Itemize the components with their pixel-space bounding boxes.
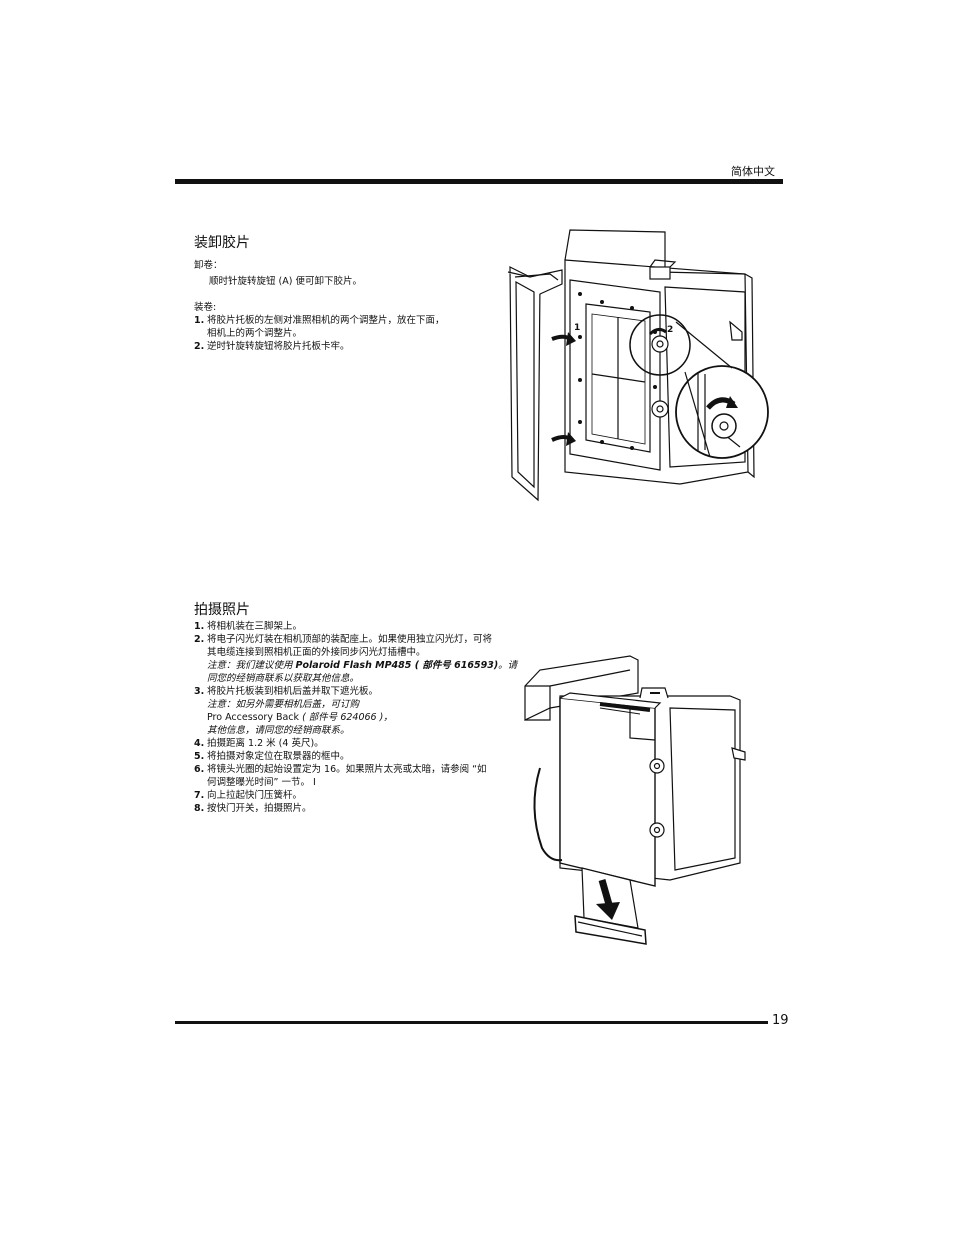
back-note: 注意：如另外需要相机后盖，可订购 [207, 699, 360, 710]
flash-note: 注意：我们建议使用 Polaroid Flash MP485 ( 部件号 616… [207, 660, 518, 684]
load-steps: 1.将胶片托板的左侧对准照相机的两个调整片，放在下面，相机上的两个调整片。 2.… [194, 314, 494, 353]
list-item: 8.按快门开关，拍摄照片。 [194, 803, 312, 814]
top-rule [175, 179, 783, 184]
list-item: 1.将相机装在三脚架上。 [194, 621, 303, 632]
list-item: 2.将电子闪光灯装在相机顶部的装配座上。如果使用独立闪光灯，可将其电缆连接到照相… [194, 634, 518, 684]
unload-text: 顺时针旋转旋钮 (A) 便可卸下胶片。 [209, 276, 362, 287]
figure-label-1: 1 [574, 323, 580, 333]
section-title-take-photo: 拍摄照片 [194, 602, 250, 618]
list-item: 5.将拍摄对象定位在取景器的框中。 [194, 751, 350, 762]
figure-label-2: 2 [667, 325, 673, 335]
list-item: 1.将胶片托板的左侧对准照相机的两个调整片，放在下面，相机上的两个调整片。 [194, 315, 445, 339]
list-item: 4.拍摄距离 1.2 米 (4 英尺)。 [194, 738, 324, 749]
list-item: 2.逆时针旋转旋钮将胶片托板卡牢。 [194, 341, 350, 352]
camera-taking-photo-illustration [524, 655, 746, 945]
section-title-load-film: 装卸胶片 [194, 235, 250, 251]
language-label: 简体中文 [731, 165, 775, 178]
list-item: 6.将镜头光圈的起始设置定为 16。如果照片太亮或太暗，请参阅 “如何调整曝光时… [194, 764, 487, 788]
page-number: 19 [772, 1013, 789, 1028]
unload-label: 卸卷： [194, 260, 223, 271]
list-item: 7.向上拉起快门压簧杆。 [194, 790, 303, 801]
load-label: 装卷: [194, 302, 217, 313]
bottom-rule [175, 1021, 768, 1024]
camera-film-loading-illustration: 1 2 [507, 229, 769, 502]
list-item: 3.将胶片托板装到相机后盖并取下遮光板。 注意：如另外需要相机后盖，可订购 Pr… [194, 686, 393, 736]
photo-steps: 1.将相机装在三脚架上。 2.将电子闪光灯装在相机顶部的装配座上。如果使用独立闪… [194, 620, 524, 815]
